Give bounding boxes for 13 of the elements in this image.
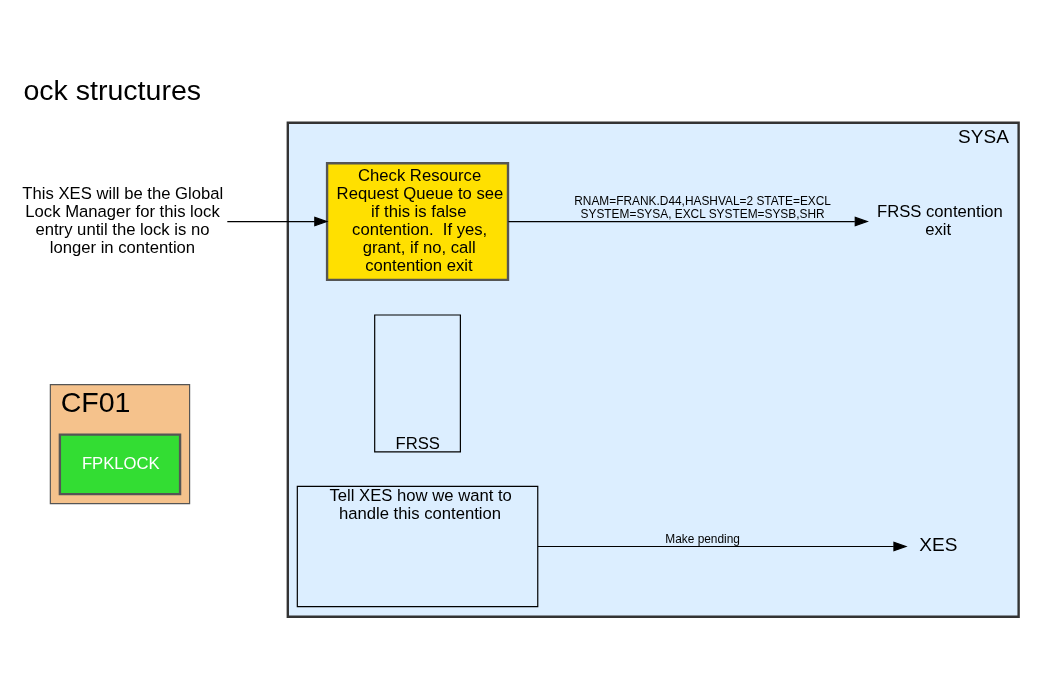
node-text: XES [919,534,958,556]
arrow [537,541,908,552]
node-box: FPKLOCK [58,433,182,496]
node-text: FRSS contention exit [876,202,1003,239]
arrow [226,216,329,227]
node-text: This XES will be the Global Lock Manager for this lock entry until the lock is no longer in contention [22,184,224,257]
edge-label: Make pending [665,531,740,546]
node-box: FRSS [374,314,461,453]
diagram-title: ock structures [23,74,202,107]
edge-label: RNAM=FRANK.D44,HASHVAL=2 STATE=EXCL SYSTEM=SYSA, EXCL SYSTEM=SYSB,SHR [574,193,831,221]
arrow [507,216,869,227]
node-box: Tell XES how we want to handle this contention [296,485,539,608]
node-box: Check Resource Request Queue to see if this is false contention. If yes, grant, if no, call contention exit [325,162,510,282]
